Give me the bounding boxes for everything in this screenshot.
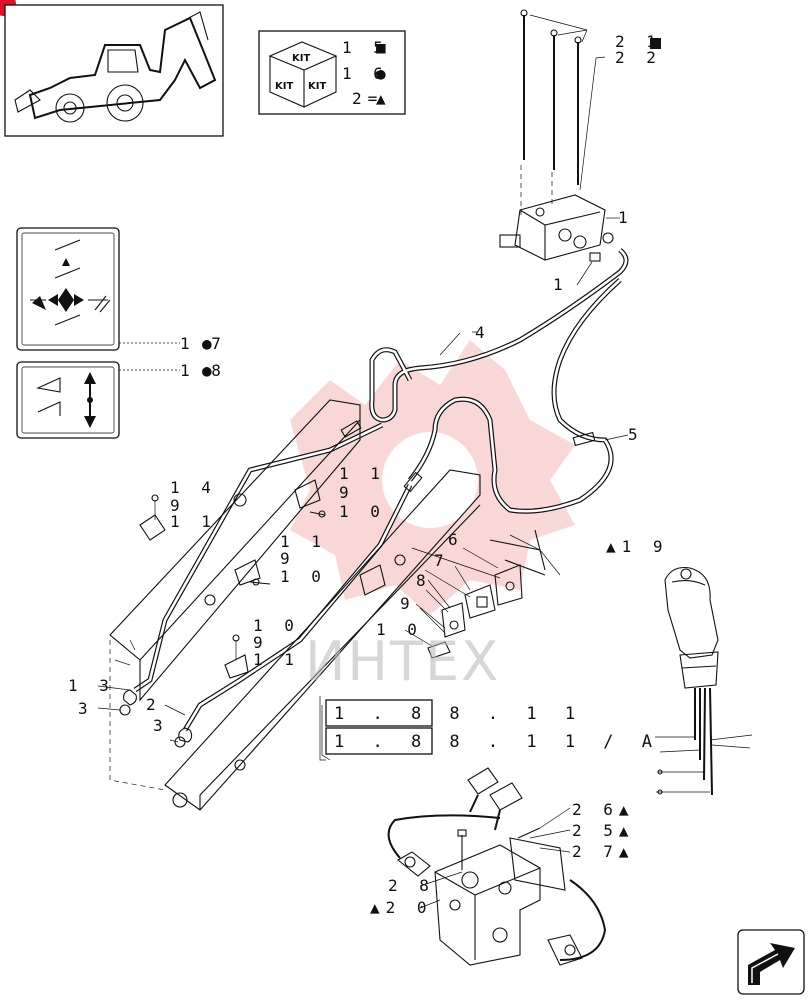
kit-legend-text: 1 5 (342, 38, 389, 57)
callout-27: 2 7▲ (572, 842, 635, 861)
hydraulic-pipes (119, 248, 629, 748)
kit-right-label: KIT (308, 81, 326, 92)
callout-22: 2 2 (615, 48, 662, 67)
ref-label[interactable]: 1 . 8 8 . 1 1 (334, 704, 584, 724)
control-pattern-icon (30, 239, 111, 326)
watermark-gear (290, 340, 575, 615)
joystick (655, 566, 753, 796)
callout-3: 3 (153, 716, 169, 735)
callout-5: 5 (628, 425, 644, 444)
kit-legend-marker: ● (376, 64, 392, 83)
callout-13: 1 3 (68, 676, 115, 695)
callout-10: 1 0 (280, 567, 327, 586)
callout-9: 9 (280, 549, 296, 568)
callout-21: 2 1 (615, 32, 662, 51)
callout-6: 6 (448, 530, 464, 549)
decal-control-pattern (16, 227, 120, 351)
callout-10: 1 0 (376, 620, 423, 639)
callouts: 2 1 2 2 1 1 4 5 6 7 8 9 1 0 1 1 9 1 0 1 … (68, 32, 669, 917)
callout-9: 9 (170, 496, 186, 515)
callout-10: 1 0 (339, 502, 386, 521)
solenoid-valve (387, 767, 607, 966)
backhoe-loader-icon (14, 11, 217, 123)
kit-legend-marker: ■ (376, 38, 392, 57)
callout-1: 1 (553, 275, 569, 294)
decal-lever-direction (16, 361, 120, 439)
kit-legend-text: 2= (352, 89, 383, 108)
callout-11: 1 1 (339, 464, 386, 483)
callout-3: 3 (78, 699, 94, 718)
kit-top-label: KIT (292, 53, 310, 64)
kit-left-label: KIT (275, 81, 293, 92)
callout-18-marker: ● (202, 361, 218, 380)
callout-11: 1 1 (280, 532, 327, 551)
leader-lines (97, 331, 629, 909)
kit-legend-text: 1 6 (342, 64, 389, 83)
callout-26: 2 6▲ (572, 800, 635, 819)
callout-17-marker: ● (202, 334, 218, 353)
callout-11: 1 1 (170, 512, 217, 531)
kit-box: KIT KIT KIT 1 5 ■ 1 6 ● 2= ▲ (258, 30, 406, 115)
callout-9: 9 (400, 594, 416, 613)
small-parts (411, 547, 523, 659)
callout-2: 2 (146, 695, 162, 714)
callout-11: 1 1 (253, 650, 300, 669)
watermark-text: ИНТЕХ (305, 630, 500, 693)
callout-17: 1 7 (180, 334, 227, 353)
machine-box (4, 4, 224, 137)
callout-8: 8 (416, 571, 432, 590)
callout-19: ▲1 9 (606, 537, 669, 556)
kit-cube-icon: KIT KIT KIT (268, 41, 338, 108)
control-valve (499, 9, 620, 286)
callout-10: 1 0 (253, 616, 300, 635)
lever-direction-icon (36, 372, 96, 428)
callout-28: 2 8 (388, 876, 435, 895)
callout-14: 1 4 (170, 478, 217, 497)
callout-25: 2 5▲ (572, 821, 635, 840)
callout-9: 9 (253, 633, 269, 652)
callout-9: 9 (339, 483, 355, 502)
boom-arm (109, 399, 561, 811)
callout-7: 7 (434, 551, 450, 570)
kit-legend-marker: ▲ (376, 89, 392, 108)
callout-18: 1 8 (180, 361, 227, 380)
clamps (139, 479, 386, 679)
callout-20: ▲2 0 (370, 898, 433, 917)
callout-1: 1 (618, 208, 634, 227)
next-page-arrow-icon (748, 943, 795, 985)
callout-4: 4 (475, 323, 491, 342)
ref-label[interactable]: 1 . 8 8 . 1 1 / A (334, 732, 661, 752)
cross-reference: 1 . 8 8 . 1 1 1 . 8 8 . 1 1 / A (319, 696, 661, 761)
square-marker (650, 38, 661, 49)
next-page-button[interactable] (737, 929, 805, 995)
